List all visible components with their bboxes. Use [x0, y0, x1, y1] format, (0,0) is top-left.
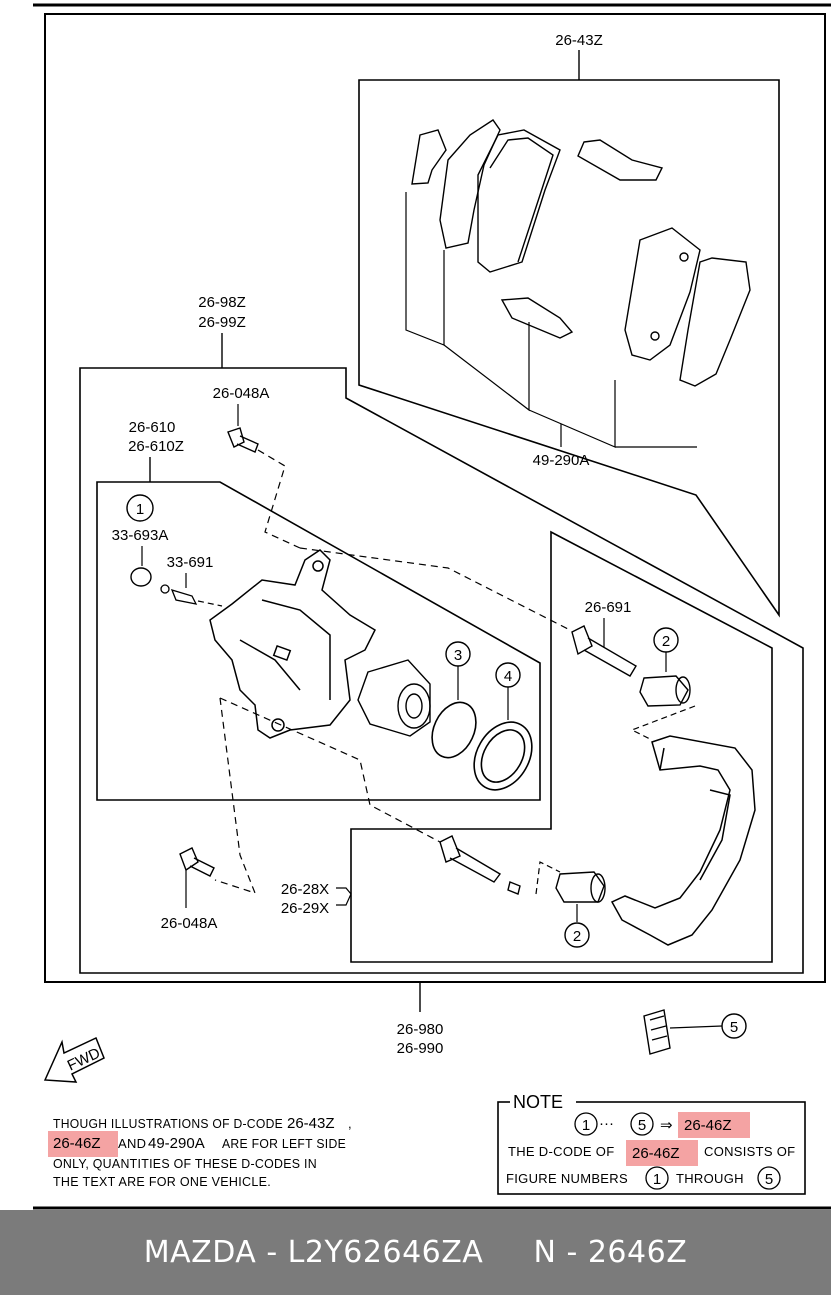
label-26-610z: 26-610Z — [128, 438, 184, 455]
note-line3-b: THROUGH — [676, 1171, 744, 1186]
bracket-box — [350, 530, 773, 963]
note-dots: ··· — [599, 1115, 614, 1132]
outer-frame — [44, 13, 826, 983]
label-26-29x: 26-29X — [281, 900, 329, 917]
label-26-980: 26-980 — [397, 1021, 444, 1038]
bleeder-screw-icon — [160, 584, 198, 605]
callout-4: 4 — [495, 662, 521, 688]
bleeder-cap-icon — [130, 567, 152, 587]
svg-text:2: 2 — [662, 633, 670, 650]
left-note-line1-b: , — [348, 1116, 352, 1131]
callout-5: 5 — [721, 1013, 747, 1039]
label-26-98z: 26-98Z — [198, 294, 246, 311]
label-26-048a-bottom: 26-048A — [161, 915, 218, 932]
note-line2-a: THE D-CODE OF — [508, 1144, 614, 1159]
callout-2-upper: 2 — [653, 627, 679, 653]
note-arrow: ⇒ — [660, 1117, 673, 1134]
left-note: THOUGH ILLUSTRATIONS OF D-CODE 26-43Z , … — [48, 1115, 352, 1189]
note-title: NOTE — [513, 1092, 563, 1112]
note-n5b: 5 — [765, 1171, 773, 1188]
note-code-b: 26-46Z — [632, 1145, 680, 1162]
note-box: NOTE 1 ··· 5 ⇒ 26-46Z THE D-CODE OF 26-4… — [497, 1090, 806, 1195]
svg-text:FWD: FWD — [65, 1045, 103, 1075]
label-49-290a: 49-290A — [533, 452, 590, 469]
left-note-line1-code: 26-43Z — [287, 1115, 335, 1132]
piston-seal-icon — [431, 701, 477, 759]
label-26-28x: 26-28X — [281, 881, 329, 898]
pin-boot-upper-icon — [639, 675, 691, 707]
left-note-line2-code: 26-46Z — [53, 1135, 101, 1152]
fwd-arrow-icon: FWD — [43, 1036, 105, 1083]
note-n1: 1 — [582, 1117, 590, 1134]
parts-diagram: 26-43Z 26-98Z 26-99Z 26-610 26-610Z 26-2… — [33, 3, 831, 1210]
callout-3: 3 — [445, 641, 471, 667]
label-33-691: 33-691 — [167, 554, 214, 571]
grease-pack-icon — [643, 1009, 671, 1055]
svg-text:1: 1 — [136, 501, 144, 518]
note-n1b: 1 — [653, 1171, 661, 1188]
label-33-693a: 33-693A — [112, 527, 169, 544]
label-26-048a-top: 26-048A — [213, 385, 270, 402]
left-note-line3: ONLY, QUANTITIES OF THESE D-CODES IN — [53, 1156, 317, 1171]
svg-text:5: 5 — [730, 1019, 738, 1036]
label-26-43z: 26-43Z — [555, 32, 603, 49]
svg-text:2: 2 — [573, 928, 581, 945]
guide-pin-top-icon — [571, 625, 637, 677]
caliper-bracket-illustration — [610, 735, 756, 946]
label-26-691: 26-691 — [585, 599, 632, 616]
footer-bar: MAZDA - L2Y62646ZA N - 2646Z — [0, 1210, 831, 1295]
callout-1: 1 — [126, 494, 154, 522]
callout-2-lower: 2 — [564, 922, 590, 948]
guide-pin-bottom-icon — [439, 835, 521, 895]
left-note-line2-b: ARE FOR LEFT SIDE — [222, 1136, 346, 1151]
svg-text:3: 3 — [454, 647, 462, 664]
label-26-99z: 26-99Z — [198, 314, 246, 331]
note-code-b-highlight — [626, 1140, 698, 1166]
pad-kit-box — [358, 79, 780, 618]
label-26-610: 26-610 — [129, 419, 176, 436]
left-note-line1-a: THOUGH ILLUSTRATIONS OF D-CODE — [53, 1116, 283, 1131]
top-bolt-icon — [227, 427, 259, 453]
note-n5: 5 — [638, 1117, 646, 1134]
footer-part-number: MAZDA - L2Y62646ZA N - 2646Z — [143, 1235, 688, 1270]
caliper-body-illustration — [209, 549, 376, 739]
note-line2-b: CONSISTS OF — [704, 1144, 795, 1159]
pad-leader-lines — [405, 192, 697, 448]
note-code-a-highlight — [678, 1112, 750, 1138]
left-note-line2-a: AND — [118, 1136, 146, 1151]
svg-text:4: 4 — [504, 668, 512, 685]
pin-boot-lower-icon — [555, 871, 606, 903]
caliper-body-box — [96, 481, 541, 801]
dust-boot-icon — [473, 721, 533, 791]
brake-pads-illustration — [411, 119, 751, 387]
note-line3-a: FIGURE NUMBERS — [506, 1171, 628, 1186]
left-note-line2-code2: 49-290A — [148, 1135, 205, 1152]
bottom-bolt-icon — [179, 847, 215, 877]
left-note-line4: THE TEXT ARE FOR ONE VEHICLE. — [53, 1174, 271, 1189]
note-box-frame — [497, 1101, 806, 1195]
left-note-highlight — [48, 1131, 118, 1157]
note-code-a: 26-46Z — [684, 1117, 732, 1134]
label-26-990: 26-990 — [397, 1040, 444, 1057]
caliper-assembly-box — [79, 367, 804, 974]
piston-illustration — [357, 659, 431, 737]
